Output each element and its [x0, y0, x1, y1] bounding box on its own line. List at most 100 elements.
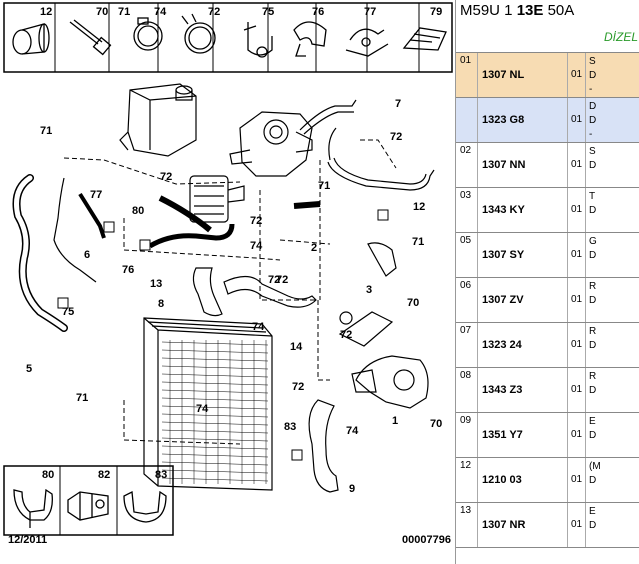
callout-12[interactable]: 12 — [413, 201, 425, 213]
callout-6[interactable]: 6 — [84, 249, 90, 261]
desc-line-1: S — [589, 56, 596, 67]
callout-2[interactable]: 2 — [311, 242, 317, 254]
part-reference[interactable]: 1343 Z3 — [482, 384, 523, 396]
row-ref-cell: 1323 G8 — [478, 98, 568, 142]
desc-line-2: D — [589, 160, 597, 171]
row-ref-cell: 1343 Z3 — [478, 368, 568, 412]
callout-71[interactable]: 71 — [40, 125, 52, 137]
part-quantity: 01 — [571, 384, 583, 395]
legend-bottom-box — [3, 465, 174, 536]
callout-70[interactable]: 70 — [407, 297, 419, 309]
row-qty-cell: 01 — [568, 323, 586, 367]
desc-line-2: D — [589, 430, 597, 441]
part-reference[interactable]: 1307 NN — [482, 159, 526, 171]
desc-line-2: D — [589, 250, 597, 261]
callout-77[interactable]: 77 — [90, 189, 102, 201]
legend-label-82: 82 — [98, 469, 110, 481]
callout-70[interactable]: 70 — [430, 418, 442, 430]
callout-75[interactable]: 75 — [62, 306, 74, 318]
row-index: 05 — [456, 233, 478, 277]
callout-74[interactable]: 74 — [252, 321, 265, 333]
desc-line-2: D — [589, 520, 597, 531]
callout-71[interactable]: 71 — [412, 236, 424, 248]
hose-2 — [293, 201, 321, 209]
holder-icon-82 — [67, 491, 109, 521]
callout-72[interactable]: 72 — [292, 381, 304, 393]
callout-9[interactable]: 9 — [349, 483, 355, 495]
callout-71[interactable]: 71 — [318, 180, 330, 192]
sleeve-icon — [12, 23, 50, 55]
callout-8[interactable]: 8 — [158, 298, 164, 310]
clip-icon-79 — [402, 27, 447, 51]
row-ref-cell: 1323 24 — [478, 323, 568, 367]
part-quantity: 01 — [571, 519, 583, 530]
part-quantity: 01 — [571, 204, 583, 215]
bolt-icon — [69, 19, 112, 56]
callout-80[interactable]: 80 — [132, 205, 144, 217]
clamp-icon-72 — [181, 13, 216, 54]
callout-72[interactable]: 72 — [390, 131, 402, 143]
desc-line-1: R — [589, 371, 597, 382]
row-ref-cell: 1343 KY — [478, 188, 568, 232]
callout-74[interactable]: 74 — [346, 425, 359, 437]
part-quantity: 01 — [571, 429, 583, 440]
desc-line-1: R — [589, 326, 597, 337]
row-qty-cell: 01 — [568, 413, 586, 457]
callout-72[interactable]: 72 — [268, 274, 280, 286]
callout-1[interactable]: 1 — [392, 415, 398, 427]
callout-74[interactable]: 74 — [250, 240, 263, 252]
part-reference[interactable]: 1343 KY — [482, 204, 525, 216]
callout-5[interactable]: 5 — [26, 363, 32, 375]
callout-83[interactable]: 83 — [284, 421, 296, 433]
callout-76[interactable]: 76 — [122, 264, 134, 276]
part-reference[interactable]: 1351 Y7 — [482, 429, 523, 441]
clip-icon-77 — [345, 28, 389, 57]
row-index — [456, 98, 478, 142]
row-ref-cell: 1307 ZV — [478, 278, 568, 322]
part-reference[interactable]: 1307 NR — [482, 519, 526, 531]
hose-80 — [158, 195, 212, 233]
part-reference[interactable]: 1323 G8 — [482, 114, 525, 126]
part-reference[interactable]: 1323 24 — [482, 339, 522, 351]
callout-14[interactable]: 14 — [290, 341, 303, 353]
callout-72[interactable]: 72 — [340, 329, 352, 341]
callout-72[interactable]: 72 — [276, 274, 288, 286]
part-reference[interactable]: 1307 ZV — [482, 294, 524, 306]
legend-label-76: 76 — [312, 6, 324, 18]
desc-line-2: D — [589, 475, 597, 486]
callout-7[interactable]: 7 — [395, 98, 401, 110]
legend-label-70: 70 — [96, 6, 108, 18]
hose-13 — [148, 223, 235, 249]
callout-13[interactable]: 13 — [150, 278, 162, 290]
legend-label-83: 83 — [155, 469, 167, 481]
callout-3[interactable]: 3 — [366, 284, 372, 296]
desc-line-1: D — [589, 101, 597, 112]
callout-71[interactable]: 71 — [76, 392, 88, 404]
legend-label-71: 71 — [118, 6, 130, 18]
callout-74[interactable]: 74 — [196, 403, 209, 415]
desc-line-2: D — [589, 70, 597, 81]
part-reference[interactable]: 1307 NL — [482, 69, 525, 81]
part-reference[interactable]: 1210 03 — [482, 474, 522, 486]
row-qty-cell: 01 — [568, 233, 586, 277]
legend-label-72: 72 — [208, 6, 220, 18]
desc-line-1: T — [589, 191, 596, 202]
part-reference[interactable]: 1307 SY — [482, 249, 525, 261]
part-quantity: 01 — [571, 339, 583, 350]
callout-72[interactable]: 72 — [250, 215, 262, 227]
callout-72[interactable]: 72 — [160, 171, 172, 183]
